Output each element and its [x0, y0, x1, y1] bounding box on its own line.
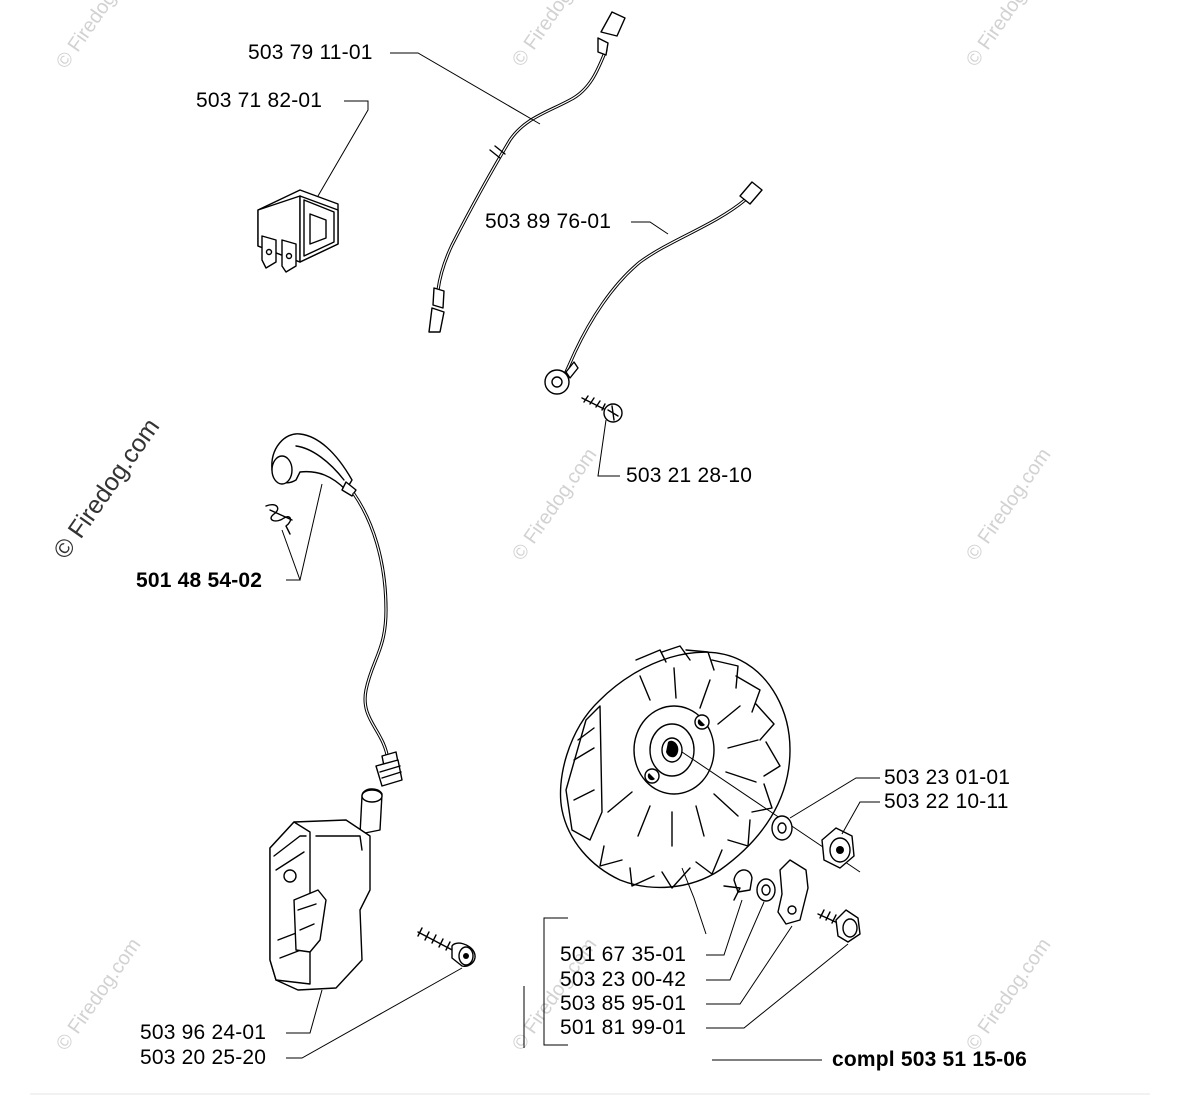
pawl-part	[777, 859, 809, 925]
coil-screw-part	[417, 927, 476, 967]
label-pawl-screw: 501 81 99-01	[560, 1016, 687, 1039]
plug-cap-part	[265, 433, 403, 787]
flywheel-washer-part	[771, 815, 793, 841]
leader-lines	[30, 52, 1150, 1095]
label-short-wire: 503 89 76-01	[485, 210, 612, 233]
label-complete-assembly: compl 503 51 15-06	[832, 1048, 1028, 1071]
label-flywheel-washer: 503 23 01-01	[884, 766, 1011, 789]
label-small-screw: 503 21 28-10	[626, 464, 753, 487]
switch-part	[257, 189, 339, 273]
pawl-screw-part	[817, 909, 861, 943]
small-screw-part	[581, 395, 623, 423]
label-ignition-coil: 503 96 24-01	[140, 1021, 267, 1044]
flywheel-part	[559, 645, 861, 889]
label-pawl: 503 85 95-01	[560, 992, 687, 1015]
flywheel-nut-part	[821, 827, 855, 869]
short-wire-part	[544, 181, 763, 395]
key-part	[723, 869, 753, 901]
long-wire-part	[428, 11, 626, 333]
label-small-washer: 503 23 00-42	[560, 968, 687, 991]
label-switch: 503 71 82-01	[196, 89, 323, 112]
label-plug-cap: 501 48 54-02	[136, 569, 263, 592]
label-flywheel-nut: 503 22 10-11	[884, 790, 1009, 813]
label-key: 501 67 35-01	[560, 943, 687, 966]
label-coil-screw: 503 20 25-20	[140, 1046, 267, 1069]
small-washer-part	[756, 878, 776, 902]
ignition-coil-part	[269, 788, 383, 991]
label-long-wire: 503 79 11-01	[248, 41, 373, 64]
